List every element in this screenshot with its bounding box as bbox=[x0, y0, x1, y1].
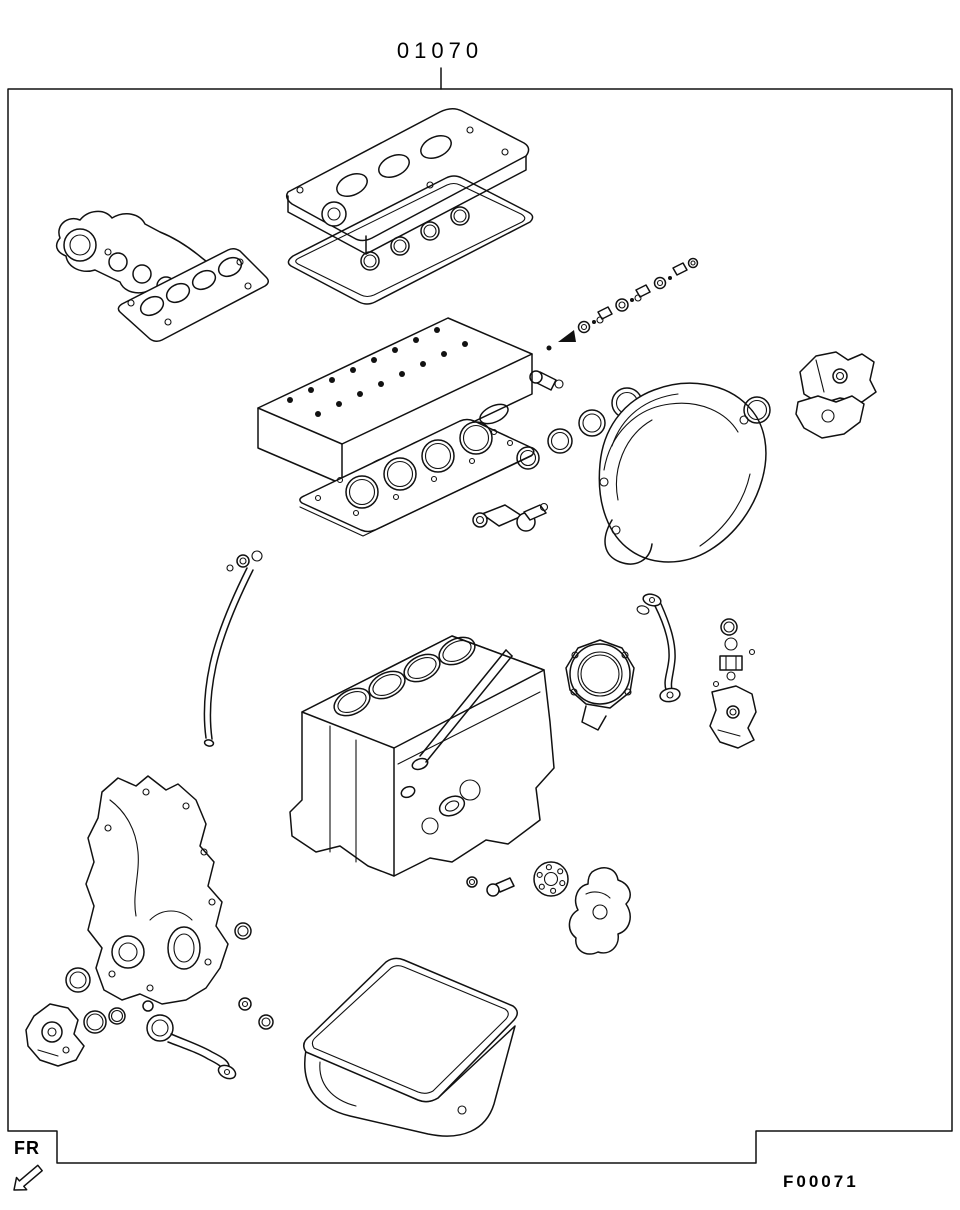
timing-chain-cover bbox=[85, 775, 229, 1005]
exhaust-manifold-gasket bbox=[117, 247, 269, 343]
front-direction-arrow-icon bbox=[13, 1164, 43, 1191]
group-code-label: 01070 bbox=[396, 38, 484, 63]
front-direction-label: FR bbox=[14, 1138, 40, 1158]
rear-main-oil-seal bbox=[565, 639, 635, 731]
oil-pipe bbox=[636, 593, 681, 703]
fittings-cluster-right bbox=[709, 618, 757, 749]
valve-cover-gasket bbox=[287, 175, 534, 305]
union-fitting bbox=[529, 370, 564, 391]
oil-pickup-tube bbox=[142, 1000, 237, 1080]
diagram-frame bbox=[7, 67, 953, 1164]
camshaft-seal-bolt-set bbox=[546, 257, 699, 351]
front-crank-seal bbox=[65, 967, 91, 993]
pcv-elbow-fitting bbox=[472, 502, 549, 532]
valve-cover bbox=[285, 108, 530, 255]
oil-pan bbox=[303, 957, 518, 1137]
small-seals-and-bolt bbox=[234, 922, 274, 1030]
oil-dipstick-tube bbox=[203, 550, 263, 747]
water-pump bbox=[25, 1003, 85, 1067]
cylinder-block bbox=[289, 635, 555, 877]
o-ring-set bbox=[516, 387, 643, 470]
cylinder-head-gasket bbox=[299, 418, 535, 537]
throttle-egr-gaskets bbox=[743, 351, 877, 439]
intake-manifold bbox=[598, 382, 767, 565]
figure-number-label: F00071 bbox=[783, 1172, 859, 1191]
cylinder-head bbox=[257, 317, 533, 485]
water-pump-o-rings bbox=[83, 1007, 126, 1034]
seal-plate-and-bolts bbox=[466, 861, 631, 955]
